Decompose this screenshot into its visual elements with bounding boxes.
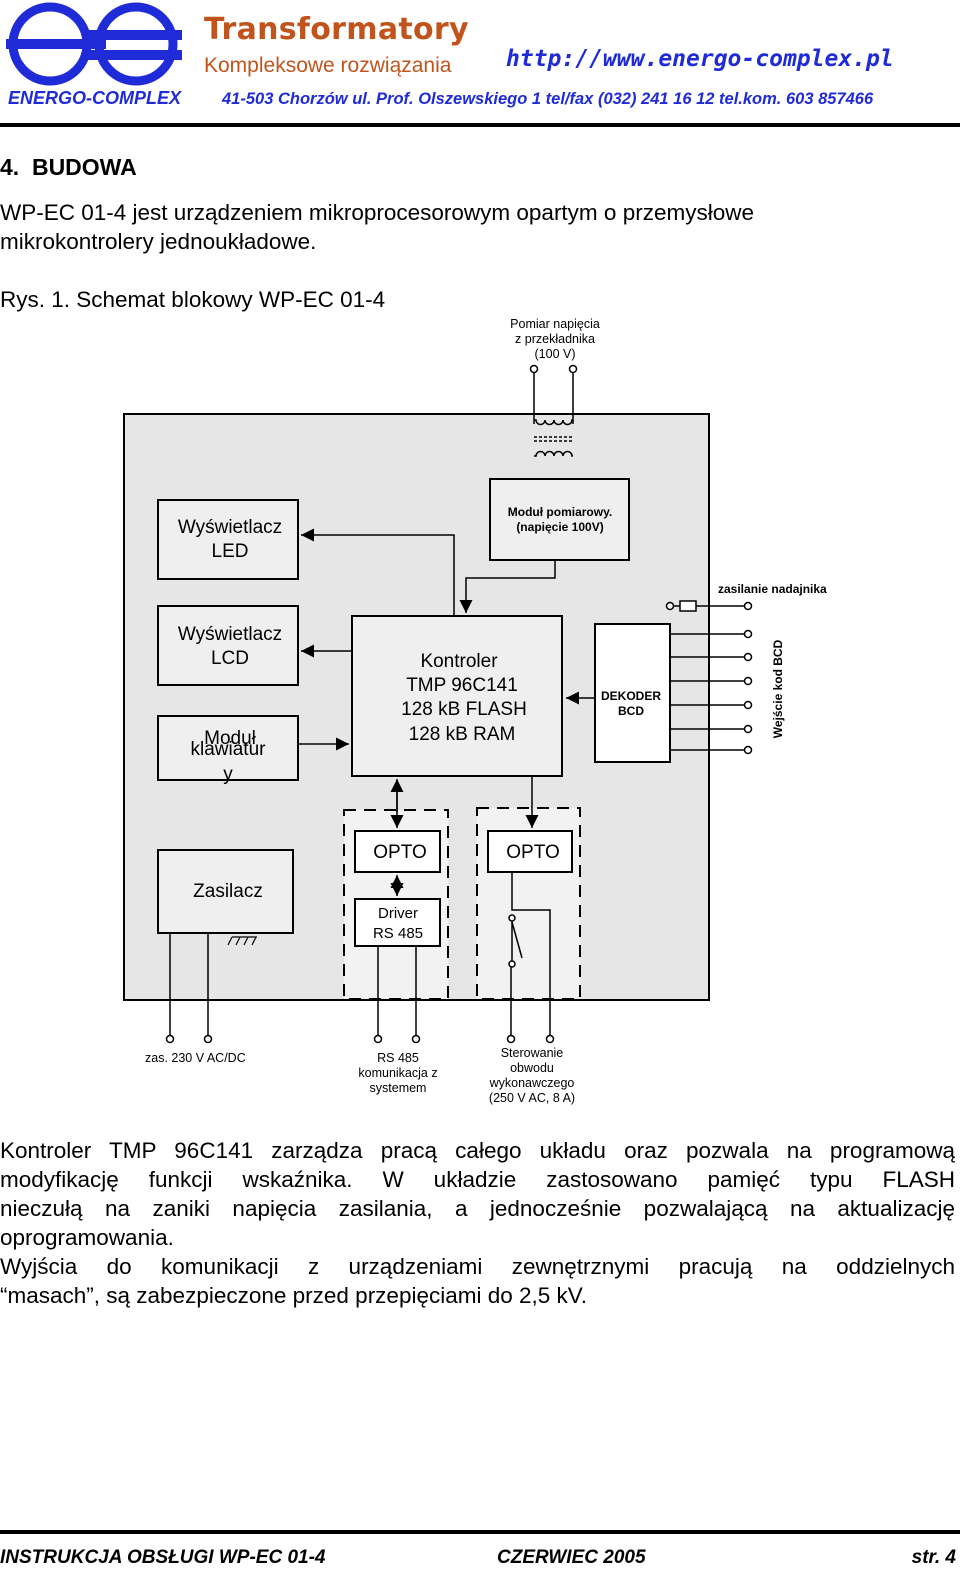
svg-text:(napięcie 100V): (napięcie 100V) <box>516 520 603 534</box>
svg-text:z przekładnika: z przekładnika <box>515 332 595 346</box>
svg-text:128 kB RAM: 128 kB RAM <box>409 724 516 745</box>
supply-input-label: zas. 230 V AC/DC <box>145 1051 246 1065</box>
bcd-input-label: Wejście kod BCD <box>771 639 785 738</box>
power-supply-block <box>157 849 294 934</box>
svg-text:RS 485: RS 485 <box>377 1051 419 1065</box>
controller-paragraph: Kontroler TMP 96C141 zarządza pracą całe… <box>0 1136 955 1310</box>
controller-block <box>351 615 563 777</box>
bcd-decoder-label: DEKODER BCD <box>601 689 661 718</box>
terminal-icon <box>743 601 753 611</box>
controller-label: Kontroler TMP 96C141 128 kB FLASH 128 kB… <box>401 651 527 745</box>
keyboard-module-label: Moduł klawiatur y <box>191 728 267 785</box>
svg-text:Wyświetlacz: Wyświetlacz <box>178 624 282 645</box>
svg-text:RS 485: RS 485 <box>373 925 423 942</box>
bcd-decoder-block <box>594 623 671 763</box>
svg-text:LED: LED <box>212 541 249 562</box>
intro-line: WP-EC 01-4 jest urządzeniem mikroproceso… <box>0 200 754 225</box>
figure-caption: Rys. 1. Schemat blokowy WP-EC 01-4 <box>0 287 386 312</box>
led-display-block <box>157 499 299 580</box>
ground-icon <box>227 936 257 946</box>
svg-text:DEKODER: DEKODER <box>601 689 661 703</box>
svg-text:(100 V): (100 V) <box>535 347 576 361</box>
svg-text:Moduł pomiarowy.: Moduł pomiarowy. <box>508 505 612 519</box>
paragraph-line: oprogramowania. <box>0 1225 174 1250</box>
transmitter-supply-label: zasilanie nadajnika <box>718 582 827 596</box>
svg-text:obwodu: obwodu <box>510 1061 554 1075</box>
svg-text:Driver: Driver <box>378 905 418 922</box>
company-logo: ENERGO-COMPLEX <box>6 2 182 110</box>
svg-text:(250 V AC, 8 A): (250 V AC, 8 A) <box>489 1091 575 1105</box>
led-display-label: Wyświetlacz LED <box>178 517 282 562</box>
intro-paragraph: WP-EC 01-4 jest urządzeniem mikroproceso… <box>0 198 960 256</box>
svg-text:y: y <box>223 764 233 785</box>
measurement-module-label: Moduł pomiarowy. (napięcie 100V) <box>508 505 612 534</box>
footer-page-number: str. 4 <box>911 1547 956 1568</box>
company-address: 41-503 Chorzów ul. Prof. Olszewskiego 1 … <box>222 90 874 108</box>
block-diagram: Pomiar napięcia z przekładnika (100 V) W… <box>123 317 827 1105</box>
logo-graphic <box>6 2 182 86</box>
terminal-icon <box>568 364 578 374</box>
footer-date: CZERWIEC 2005 <box>497 1547 646 1568</box>
lcd-display-block <box>157 605 299 686</box>
paragraph-line: modyfikację funkcji wskaźnika. W układzi… <box>0 1167 955 1192</box>
intro-line: mikrokontrolery jednoukładowe. <box>0 229 317 254</box>
lcd-display-label: Wyświetlacz LCD <box>178 624 282 669</box>
keyboard-module-block <box>157 715 299 781</box>
bottom-terminals <box>165 1034 555 1044</box>
svg-text:128 kB FLASH: 128 kB FLASH <box>401 699 527 720</box>
svg-text:Wyświetlacz: Wyświetlacz <box>178 517 282 538</box>
svg-text:Kontroler: Kontroler <box>420 651 498 672</box>
svg-text:klawiatur: klawiatur <box>191 739 267 760</box>
footer-divider <box>0 1530 960 1534</box>
opto-left-block <box>354 830 441 873</box>
measurement-module-block <box>489 478 630 561</box>
svg-text:komunikacja z: komunikacja z <box>358 1066 437 1080</box>
brand-title: Transformatory <box>204 12 469 47</box>
rs485-driver-block <box>354 898 441 947</box>
fuse-icon <box>679 600 697 612</box>
terminal-icon <box>529 364 539 374</box>
svg-text:LCD: LCD <box>211 648 249 669</box>
rs485-output-label: RS 485 komunikacja z systemem <box>358 1051 437 1095</box>
brand-subtitle: Kompleksowe rozwiązania <box>204 54 452 77</box>
bcd-input-terminals <box>743 629 753 755</box>
paragraph-line: “masach”, są zabezpieczone przed przepię… <box>0 1283 587 1308</box>
rs485-driver-label: Driver RS 485 <box>373 905 423 942</box>
svg-text:Sterowanie: Sterowanie <box>501 1046 564 1060</box>
svg-text:systemem: systemem <box>370 1081 427 1095</box>
opto-right-label: OPTO <box>506 842 560 863</box>
svg-text:Moduł: Moduł <box>204 728 257 749</box>
svg-text:TMP 96C141: TMP 96C141 <box>406 675 518 696</box>
svg-text:BCD: BCD <box>618 704 644 718</box>
paragraph-line: Wyjścia do komunikacji z urządzeniami ze… <box>0 1254 955 1279</box>
svg-text:Pomiar napięcia: Pomiar napięcia <box>510 317 600 331</box>
bcd-input-lines <box>670 633 745 751</box>
power-supply-label: Zasilacz <box>193 881 263 902</box>
paragraph-line: Kontroler TMP 96C141 zarządza pracą całe… <box>0 1138 955 1163</box>
paragraph-line: nieczułą na zaniki napięcia zasilania, a… <box>0 1196 955 1221</box>
svg-text:wykonawczego: wykonawczego <box>489 1076 575 1090</box>
website-link[interactable]: http://www.energo-complex.pl <box>506 46 894 72</box>
measurement-input-label: Pomiar napięcia z przekładnika (100 V) <box>510 317 600 361</box>
control-output-label: Sterowanie obwodu wykonawczego (250 V AC… <box>489 1046 575 1105</box>
transformer-icon <box>534 419 573 457</box>
terminal-icon <box>665 601 675 611</box>
opto-left-label: OPTO <box>373 842 427 863</box>
signal-connections <box>169 528 595 1036</box>
opto-right-block <box>487 830 573 873</box>
logo-text: ENERGO-COMPLEX <box>8 88 182 108</box>
footer-document-title: INSTRUKCJA OBSŁUGI WP-EC 01-4 <box>0 1547 326 1568</box>
relay-switch-icon <box>508 914 523 968</box>
header-divider <box>0 123 960 127</box>
section-heading: 4. BUDOWA <box>0 154 137 180</box>
